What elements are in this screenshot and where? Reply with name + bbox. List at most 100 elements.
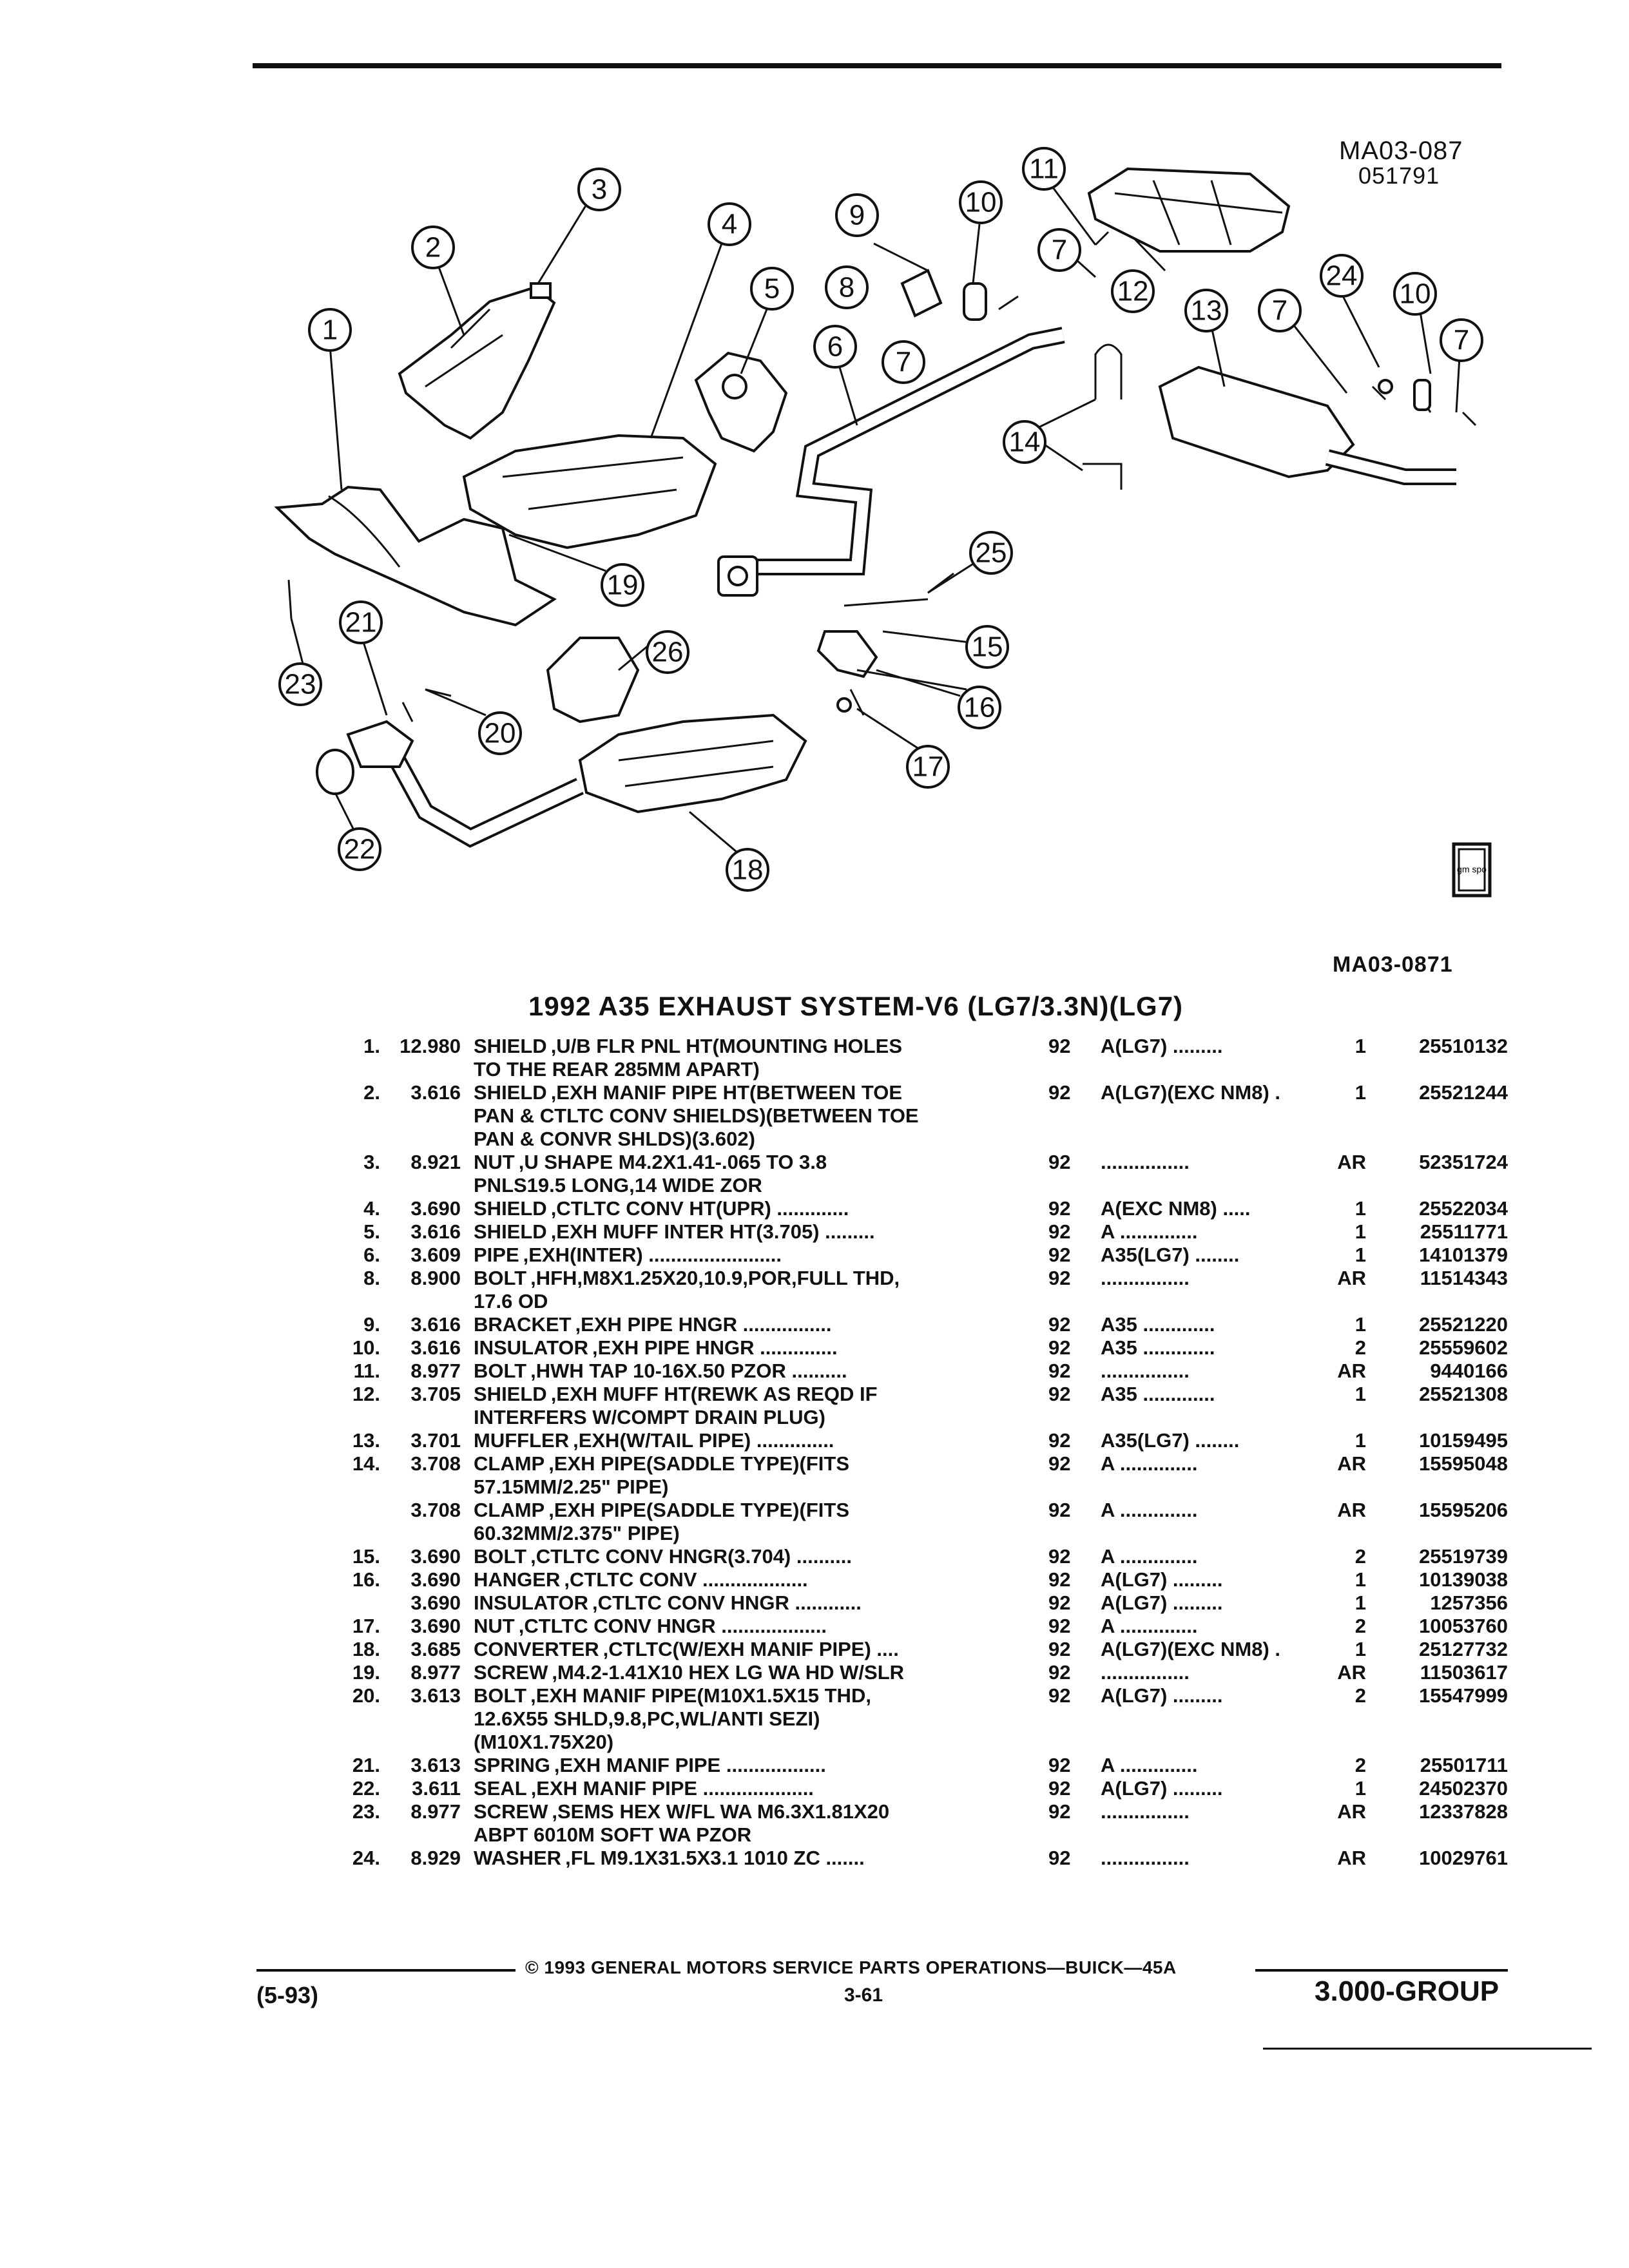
exhaust-diagram: 1 2 3 4 5 6 7 7 7 7 8 9 10 10 11 12 13 1… <box>274 147 1492 898</box>
part-detail: ,FL M9.1X31.5X3.1 1010 ZC ....... <box>565 1847 865 1869</box>
part-number: 25511771 <box>1420 1220 1508 1243</box>
part-10-insulator <box>963 282 987 321</box>
model-year: 92 <box>1048 1800 1071 1823</box>
svg-text:12: 12 <box>1117 276 1149 307</box>
callout-5: 5 <box>750 267 794 311</box>
model-year: 92 <box>1048 1383 1071 1405</box>
part-description-continued: 17.6 OD <box>474 1290 548 1312</box>
callout-18: 18 <box>726 848 769 892</box>
quantity: AR <box>1337 1360 1366 1382</box>
part-detail: ,CTLTC CONV HNGR(3.704) .......... <box>530 1545 852 1568</box>
part-index: 21. <box>352 1754 380 1776</box>
svg-text:18: 18 <box>732 854 764 886</box>
part-description: WASHER,FL M9.1X31.5X3.1 1010 ZC ....... <box>474 1847 865 1870</box>
usage-note: A(LG7) ......... <box>1101 1035 1223 1057</box>
part-description: BRACKET,EXH PIPE HNGR ................ <box>474 1313 831 1336</box>
quantity: 1 <box>1354 1081 1366 1104</box>
callout-10a: 10 <box>959 180 1003 224</box>
part-description-continued: ABPT 6010M SOFT WA PZOR <box>474 1823 752 1846</box>
gm-spo-logo: gm spo <box>1452 842 1492 898</box>
model-year: 92 <box>1048 1615 1071 1637</box>
part-14-clamp <box>1094 343 1123 399</box>
part-index: 1. <box>363 1035 380 1057</box>
model-year: 92 <box>1048 1847 1071 1869</box>
quantity: AR <box>1337 1499 1366 1521</box>
part-detail: ,CTLTC CONV HT(UPR) ............. <box>550 1197 849 1220</box>
part-index: 19. <box>352 1661 380 1684</box>
quantity: AR <box>1337 1452 1366 1475</box>
part-description-continued: 12.6X55 SHLD,9.8,PC,WL/ANTI SEZI) <box>474 1707 820 1730</box>
part-index: 22. <box>352 1777 380 1800</box>
quantity: 1 <box>1354 1035 1366 1057</box>
part-description: CLAMP,EXH PIPE(SADDLE TYPE)(FITS <box>474 1452 849 1475</box>
svg-text:22: 22 <box>344 834 376 865</box>
group-number: 3.000-GROUP <box>1315 1975 1499 2007</box>
callout-11: 11 <box>1022 147 1066 191</box>
part-description-continued: PAN & CONVR SHLDS)(3.602) <box>474 1128 755 1150</box>
callout-22: 22 <box>338 827 381 871</box>
model-year: 92 <box>1048 1499 1071 1521</box>
callout-7b: 7 <box>1037 228 1081 272</box>
model-year: 92 <box>1048 1360 1071 1382</box>
part-name: INSULATOR <box>474 1336 588 1359</box>
svg-text:5: 5 <box>764 273 780 305</box>
part-12-shield <box>1087 167 1291 253</box>
quantity: AR <box>1337 1267 1366 1289</box>
part-name: BOLT <box>474 1684 527 1707</box>
part-description: INSULATOR,CTLTC CONV HNGR ............ <box>474 1591 862 1615</box>
model-year: 92 <box>1048 1638 1071 1660</box>
callout-25: 25 <box>969 531 1013 575</box>
part-index: 17. <box>352 1615 380 1637</box>
part-detail: ,CTLTC CONV ................... <box>564 1568 808 1591</box>
usage-note: A35 ............. <box>1101 1313 1215 1336</box>
part-index: 5. <box>363 1220 380 1243</box>
part-description: HANGER,CTLTC CONV ................... <box>474 1568 808 1591</box>
revision-date: (5-93) <box>256 1982 319 2008</box>
part-index: 23. <box>352 1800 380 1823</box>
part-number: 25559602 <box>1419 1336 1508 1359</box>
callout-2: 2 <box>411 226 455 269</box>
usage-note: A(LG7) ......... <box>1101 1591 1223 1614</box>
part-3-nut <box>530 282 552 299</box>
part-number: 11503617 <box>1420 1661 1508 1684</box>
part-index: 8. <box>363 1267 380 1289</box>
part-description: MUFFLER,EXH(W/TAIL PIPE) .............. <box>474 1429 834 1452</box>
part-number: 12337828 <box>1419 1800 1508 1823</box>
usage-note: A .............. <box>1101 1452 1198 1475</box>
callout-7c: 7 <box>1258 289 1302 332</box>
svg-text:4: 4 <box>722 209 737 240</box>
part-number: 15595206 <box>1419 1499 1508 1521</box>
part-name: NUT <box>474 1615 515 1637</box>
part-detail: ,CTLTC(W/EXH MANIF PIPE) .... <box>602 1638 899 1660</box>
group-code: 3.613 <box>410 1684 461 1707</box>
callout-4: 4 <box>708 202 751 246</box>
svg-text:2: 2 <box>425 232 441 264</box>
usage-note: ................ <box>1101 1847 1190 1869</box>
model-year: 92 <box>1048 1754 1071 1776</box>
part-description: SHIELD,CTLTC CONV HT(UPR) ............. <box>474 1197 849 1220</box>
part-index: 10. <box>352 1336 380 1359</box>
top-rule <box>253 63 1501 68</box>
quantity: 1 <box>1354 1429 1366 1452</box>
part-26-shield <box>546 637 640 724</box>
part-detail: ,EXH MUFF HT(REWK AS REQD IF <box>550 1383 878 1405</box>
part-index: 20. <box>352 1684 380 1707</box>
part-index: 16. <box>352 1568 380 1591</box>
part-name: SHIELD <box>474 1081 547 1104</box>
footer-rule-right <box>1255 1969 1508 1972</box>
quantity: 1 <box>1354 1244 1366 1266</box>
quantity: 1 <box>1354 1777 1366 1800</box>
svg-text:19: 19 <box>607 570 639 601</box>
part-detail: ,HWH TAP 10-16X.50 PZOR .......... <box>530 1360 847 1382</box>
quantity: 1 <box>1354 1591 1366 1614</box>
svg-text:8: 8 <box>839 272 854 303</box>
part-number: 25510132 <box>1419 1035 1508 1057</box>
part-index: 14. <box>352 1452 380 1475</box>
part-description: SHIELD,EXH MUFF INTER HT(3.705) ........… <box>474 1220 875 1244</box>
part-name: CONVERTER <box>474 1638 599 1660</box>
callout-9: 9 <box>835 193 879 237</box>
quantity: 1 <box>1354 1383 1366 1405</box>
group-code: 3.690 <box>410 1591 461 1614</box>
part-number: 25501711 <box>1420 1754 1508 1776</box>
usage-note: ................ <box>1101 1661 1190 1684</box>
